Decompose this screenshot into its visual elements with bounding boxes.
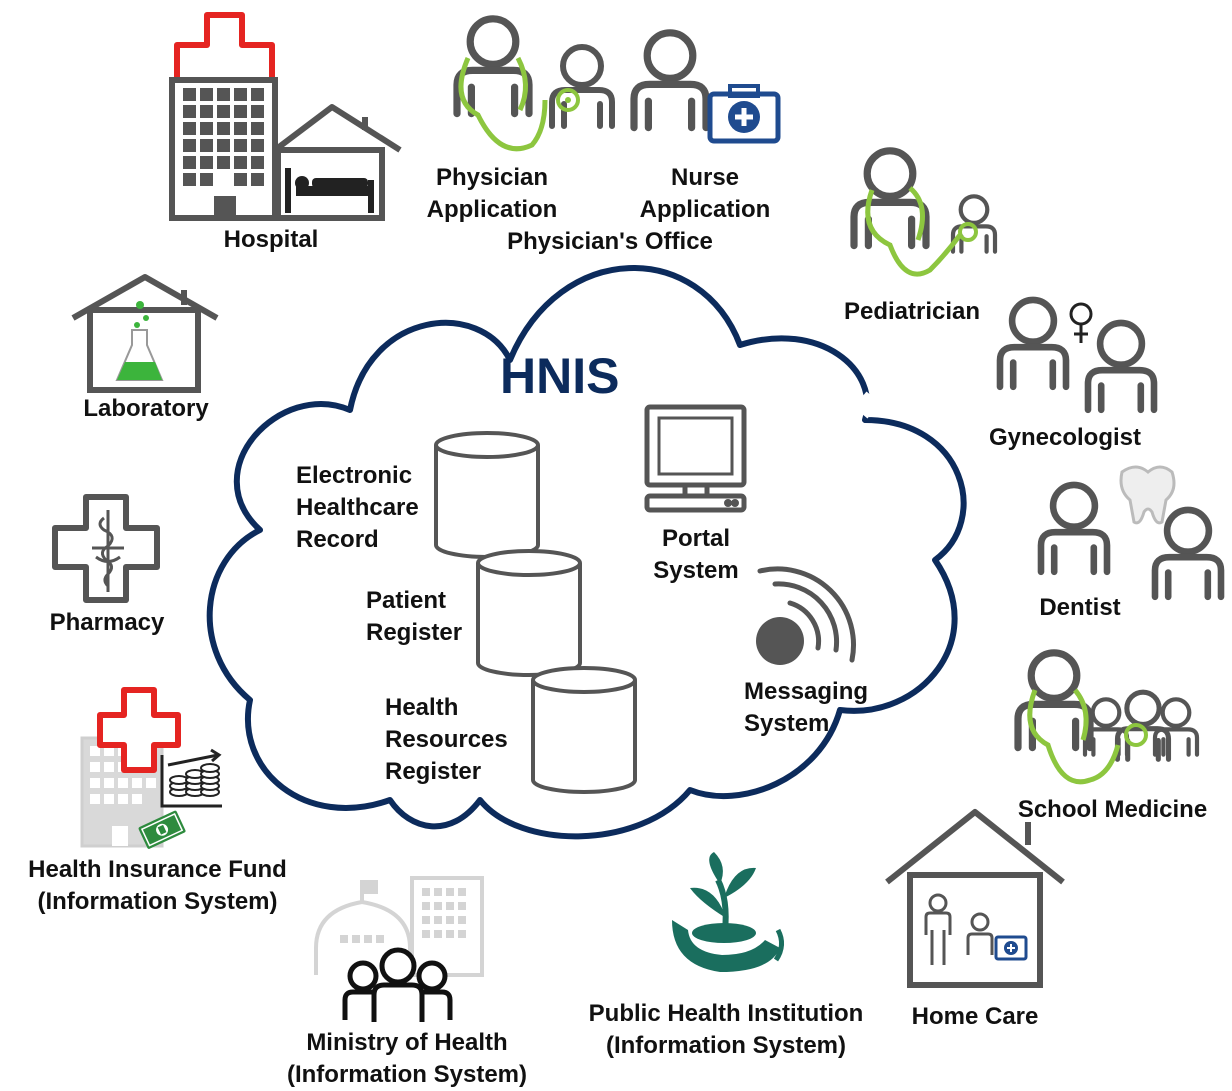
gynecologist-icon [1000, 300, 1154, 410]
hnis-title: HNIS [500, 348, 620, 404]
ehr-label-line1: Electronic [296, 462, 413, 489]
laboratory-icon [71, 274, 219, 393]
public-health-label: Public Health Institution (Information S… [570, 998, 882, 1062]
school-medicine-icon [1018, 653, 1197, 785]
plant-hand-icon [672, 852, 784, 972]
public-health-line1: Public Health Institution [588, 1000, 864, 1027]
gynecologist-label: Gynecologist [988, 424, 1142, 451]
ehr-label-line3: Record [296, 526, 379, 553]
ehr-label-line2: Healthcare [296, 494, 419, 521]
patient-register-label: Patient Register [366, 585, 462, 649]
ministry-label: Ministry of Health (Information System) [272, 1027, 542, 1091]
physician-line1: Physician [435, 164, 549, 191]
ministry-line2: (Information System) [286, 1061, 528, 1088]
patient-register-line2: Register [366, 619, 463, 646]
laboratory-label: Laboratory [83, 395, 209, 422]
patient-register-database-icon [476, 549, 582, 677]
nurse-line1: Nurse [670, 164, 740, 191]
hospital-icon [169, 12, 402, 221]
resources-register-line1: Health [385, 694, 459, 721]
hnis-cloud [206, 265, 967, 840]
physician-line2: Application [426, 196, 558, 223]
home-care-label: Home Care [911, 1003, 1039, 1030]
insurance-line1: Health Insurance Fund [28, 856, 287, 883]
pharmacy-label: Pharmacy [49, 609, 165, 636]
resources-register-line3: Register [385, 758, 482, 785]
insurance-icon [80, 687, 222, 849]
ehr-database-icon [434, 431, 540, 559]
signal-icon [756, 566, 856, 665]
ministry-icon [314, 876, 484, 1022]
insurance-label: Health Insurance Fund (Information Syste… [10, 854, 305, 918]
insurance-line2: (Information System) [37, 888, 278, 915]
portal-system-label: Portal System [646, 523, 746, 587]
patient-register-line1: Patient [366, 587, 447, 614]
pharmacy-icon [52, 494, 160, 603]
nurse-line2: Application [639, 196, 771, 223]
resources-register-line2: Resources [385, 726, 508, 753]
portal-system-line2: System [653, 557, 739, 584]
dentist-label: Dentist [1039, 594, 1121, 621]
physicians-office-label: Physician's Office [507, 228, 713, 255]
pediatrician-label: Pediatrician [843, 298, 981, 325]
messaging-system-line2: System [744, 710, 830, 737]
pediatrician-icon [854, 151, 995, 277]
ehr-label: Electronic Healthcare Record [296, 460, 419, 556]
resources-register-database-icon [531, 666, 637, 794]
computer-icon [644, 404, 747, 513]
messaging-system-label: Messaging System [744, 676, 868, 740]
school-medicine-label: School Medicine [1017, 796, 1208, 823]
home-care-icon [885, 809, 1065, 988]
physician-application-label: Physician Application [412, 162, 572, 226]
portal-system-line1: Portal [661, 525, 730, 552]
physician-icon [457, 19, 612, 152]
messaging-system-line1: Messaging [744, 678, 869, 705]
dentist-icon [1041, 465, 1221, 597]
nurse-icon [634, 33, 781, 144]
public-health-line2: (Information System) [605, 1032, 847, 1059]
ministry-line1: Ministry of Health [306, 1029, 508, 1056]
nurse-application-label: Nurse Application [625, 162, 785, 226]
resources-register-label: Health Resources Register [385, 692, 508, 788]
hospital-label: Hospital [223, 226, 319, 253]
